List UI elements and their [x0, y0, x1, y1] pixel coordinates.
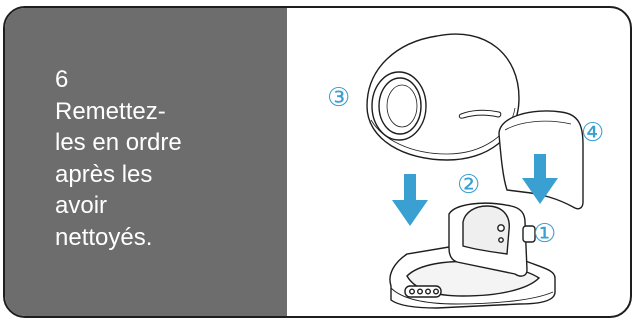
reassembly-illustration: ③ ② ④ ①: [287, 8, 632, 316]
step-line: après les: [55, 159, 255, 191]
step-line: avoir: [55, 190, 255, 222]
instruction-panel: 6 Remettez- les en ordre après les avoir…: [5, 8, 287, 316]
instruction-card: 6 Remettez- les en ordre après les avoir…: [3, 6, 632, 318]
callout-label: ①: [533, 219, 556, 249]
step-line: Remettez-: [55, 96, 255, 128]
callout-label: ④: [581, 118, 604, 148]
step-line: les en ordre: [55, 127, 255, 159]
callout-label: ②: [457, 170, 480, 200]
down-arrow: [392, 174, 428, 226]
cover-part: [367, 34, 519, 160]
step-line: nettoyés.: [55, 222, 255, 254]
device-diagram: ③ ② ④ ①: [287, 8, 632, 316]
step-text: 6 Remettez- les en ordre après les avoir…: [55, 64, 255, 253]
step-number: 6: [55, 64, 255, 96]
callout-label: ③: [327, 83, 350, 113]
